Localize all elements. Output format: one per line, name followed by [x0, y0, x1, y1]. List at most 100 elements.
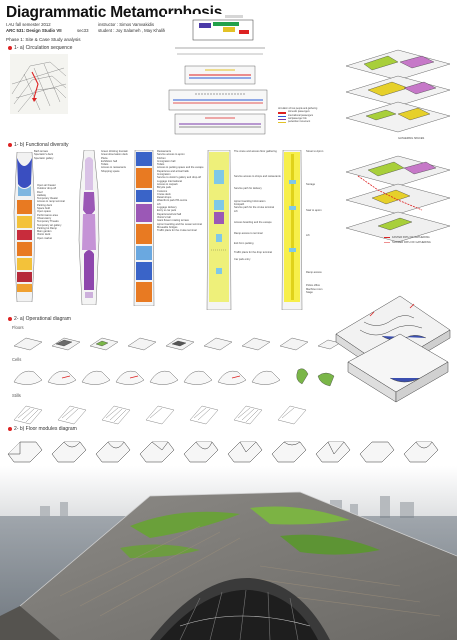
strip-d-labels: The crane and access floor gathering Ser… — [234, 150, 281, 262]
strip-d-label: Ramp access to terminal — [234, 232, 263, 236]
functional-strip-a — [13, 152, 36, 302]
strip-c-label: Moveable bridges — [157, 225, 178, 229]
strip-c-label: Immigration — [157, 173, 171, 177]
strip-c-label: Cruise deck — [157, 192, 171, 196]
strip-a-top-label: Spectator gallery — [34, 156, 54, 160]
section-circulation-heading: 1- a) Circulation sequence — [8, 45, 72, 51]
section-floor-modules-label: 2- b) Floor modules diagram — [14, 426, 77, 432]
strip-b-label: Plaza — [101, 156, 108, 160]
strip-a-label: Parking deck — [37, 203, 52, 207]
strip-e-labels: Street to Apron Storage Stair to apron L… — [306, 150, 336, 294]
bullet-icon — [8, 143, 12, 147]
strip-a-labels: Open air theater Outdoor drop-off Roof H… — [37, 184, 65, 240]
strip-b-label: Great observation deck — [101, 153, 128, 157]
strip-d-label: Lift — [234, 209, 238, 213]
bullet-icon — [8, 427, 12, 431]
strip-c-label: Retail shops — [157, 196, 172, 200]
term-text: I.AU fall semester 2012 — [6, 22, 51, 27]
legend-slow-label: SLOWER PATH OF GATHERING — [392, 241, 431, 245]
strip-c-label: Lift — [157, 202, 161, 206]
section-circulation-label: 1- a) Circulation sequence — [14, 45, 73, 51]
strip-c-label: Giant flower rotating terrace — [157, 219, 190, 223]
section-text: sec33 — [77, 28, 89, 33]
functional-strip-e — [281, 150, 303, 310]
strip-c-label: Departures and arrival halls — [157, 169, 189, 173]
section-functional-heading: 1- b) Functional diversity — [8, 142, 68, 148]
legend-fast-label: FASTER PATH OF GATHERING — [392, 236, 430, 239]
strip-a-label: Parking lot Ramp — [37, 226, 57, 230]
strip-b-label: Access to restaurants — [101, 166, 126, 170]
strip-e-label: Stage — [306, 291, 313, 295]
section-functional-label: 1- b) Functional diversity — [14, 142, 69, 148]
strip-d-label: Service path for delivery — [234, 186, 262, 190]
strip-c-label: Entry to car park — [157, 209, 177, 213]
floors-label: Floors — [12, 325, 24, 330]
strip-c-label: Immigration hall — [157, 159, 176, 163]
circulation-plans — [165, 64, 273, 138]
upper-level-plan — [165, 14, 275, 60]
strip-c-label: Departure/arrival hall — [157, 212, 182, 216]
strip-c-label: Service to visitor's gallery and drop-of… — [157, 176, 201, 180]
site-sketch — [10, 54, 68, 114]
strip-e-label: Street to Apron — [306, 150, 324, 153]
strip-a-label: Temporary art gallery — [37, 223, 62, 227]
bullet-icon — [8, 317, 12, 321]
strip-a-label: Performance area — [37, 213, 58, 217]
strip-a-top-label: Spectator's deck — [34, 153, 54, 157]
strip-c-labels: Restaurants Service access to apron Kitc… — [157, 150, 204, 233]
strip-d-label: Access boarding and the escape — [234, 221, 272, 225]
stills-diagram-row — [13, 405, 307, 425]
strip-d-label: Traffic plaza for the drop terminal — [234, 250, 272, 254]
section-operational-heading: 2- a) Operational diagram — [8, 316, 71, 322]
strip-c-label: Luggage delivery — [157, 206, 177, 210]
strip-e-label: Storage — [306, 183, 316, 187]
course-text: ARC 531: Design Studio VII — [6, 28, 62, 33]
phase-text: Phase 1: Site & Case Study analysis — [6, 37, 81, 42]
gathering-layers-axon — [345, 49, 451, 133]
strip-a-label: Open market — [37, 236, 52, 240]
stills-label: Stills — [12, 393, 21, 398]
functional-strip-d — [206, 150, 232, 310]
strip-c-label: Toilets — [157, 163, 165, 167]
floor-modules-row — [7, 441, 439, 463]
strip-b-labels: Green drinking fountain Great observatio… — [101, 150, 133, 173]
strip-c-label: Access to carpark — [157, 182, 178, 186]
strip-c-label: Apron boarding and the ocean terminal — [157, 222, 202, 226]
gathering-spaces-label: GATHERING SPACES — [398, 137, 425, 140]
strip-a-label: Hallway — [37, 193, 47, 197]
instructor-text: instructor : Simos Vamvakidis — [98, 22, 155, 27]
strip-a-label: Observatory — [37, 216, 52, 220]
bullet-icon — [8, 46, 12, 50]
strip-c-label: Access to parking space and the escape — [157, 166, 204, 170]
strip-e-label: Lift — [306, 233, 310, 237]
floors-diagram-row — [13, 337, 341, 351]
gathering-legend: FASTER PATH OF GATHERING SLOWER PATH OF … — [384, 236, 431, 245]
strip-c-label: Restaurants — [157, 150, 171, 153]
strip-d-label: Service path for the cruise terminal — [234, 206, 275, 210]
legend-item-3: international passengers — [288, 114, 314, 117]
functional-strip-c — [133, 150, 155, 306]
strip-e-label: Police office — [306, 284, 320, 288]
functional-strip-b — [78, 150, 100, 305]
strip-d-label: The crane and access floor gathering — [234, 150, 277, 153]
strip-c-label: Traffic plaza for the cruise terminal — [157, 229, 197, 233]
legend-item-4: car/passenger link — [288, 117, 307, 120]
strip-b-label: Exhibition hall — [101, 159, 118, 163]
strip-a-label: Outdoor drop-off — [37, 187, 56, 191]
strip-c-label: Bicycle park — [157, 186, 171, 190]
strip-d-label: Footpath — [234, 203, 245, 207]
strip-e-label: Ramp access — [306, 271, 322, 275]
students-text: student : Joy Salameh , May Khalifeh, Mo… — [98, 28, 206, 33]
strip-c-label: Visitor's hall — [157, 215, 171, 219]
building-axonometric — [335, 295, 451, 403]
strip-a-top-labels: Bath terrace Spectator's deck Spectator … — [34, 150, 62, 160]
strip-d-label: Exit from parking — [234, 241, 254, 245]
strip-b-label: Green drinking fountain — [101, 150, 128, 153]
strip-c-label: Waterfront park PR-centre — [157, 199, 188, 203]
legend-item-1: circulation of two people and gathering — [278, 108, 318, 110]
strip-d-label: Apron boarding Information — [234, 199, 266, 203]
strip-a-label: Main garden — [37, 230, 52, 234]
strip-a-label: Access to ramp terminal — [37, 200, 65, 204]
strip-a-label: Space field — [37, 207, 50, 211]
cells-diagram-row — [13, 368, 335, 387]
